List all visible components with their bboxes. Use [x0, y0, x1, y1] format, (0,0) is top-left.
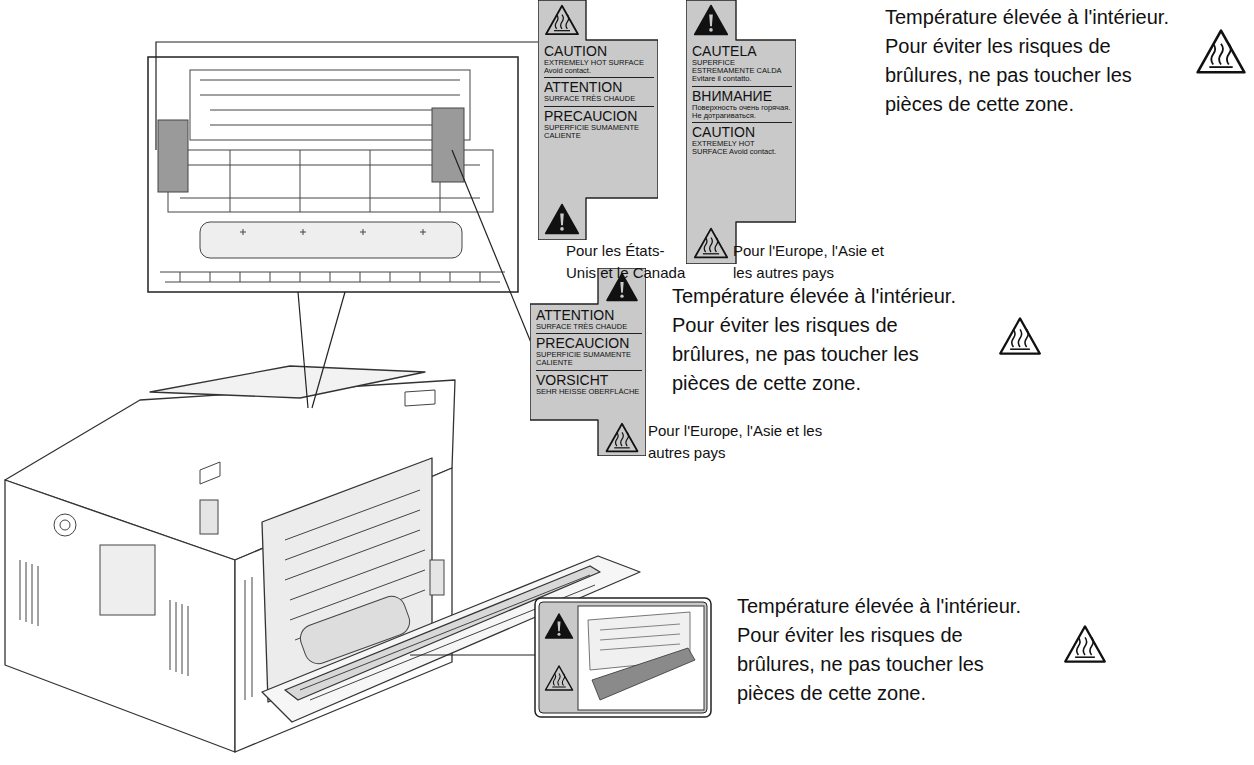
rear-port	[200, 500, 218, 534]
label-text-area: ATTENTIONSURFACE TRÈS CHAUDE PRECAUCIONSU…	[536, 308, 642, 396]
leader-line	[452, 150, 532, 345]
side-panel	[100, 545, 155, 615]
icon-spacer	[957, 282, 1017, 369]
inset-comb	[160, 272, 505, 282]
icon-spacer	[1170, 3, 1230, 90]
label-body: EXTREMELY HOT SURFACE Avoid contact.	[692, 140, 792, 156]
label-heading: PRECAUCION	[536, 333, 642, 351]
label-heading: CAUTELA	[692, 44, 792, 59]
corner-edge	[245, 577, 252, 700]
label-heading: CAUTION	[692, 122, 792, 140]
hot-surface-icon	[1000, 318, 1040, 353]
side-latch	[430, 560, 444, 595]
label-heading: PRECAUCION	[544, 106, 654, 124]
label-body: SUPERFICIE SUMAMENTE CALIENTE	[544, 124, 654, 140]
printer-left-face	[5, 480, 235, 752]
inset-roller	[200, 222, 462, 258]
printer-marks	[200, 390, 435, 484]
label-body: SEHR HEISSE OBERFLÄCHE	[536, 388, 642, 396]
left-latch	[158, 120, 188, 192]
label-text: Température élevée à l'intérieur. Pour é…	[885, 6, 1169, 115]
label-text: Pour l'Europe, l'Asie et les autres pays	[733, 242, 884, 281]
label-heading: VORSICHT	[536, 370, 642, 388]
inset-cover	[190, 70, 470, 140]
vents	[20, 560, 188, 676]
inset-screws	[240, 229, 426, 235]
label-frame	[535, 598, 711, 717]
label-text-area: CAUTIONEXTREMELY HOT SURFACE Avoid conta…	[544, 44, 654, 140]
region-caption: Pour l'Europe, l'Asie et les autres pays	[648, 420, 828, 464]
leader-lines	[156, 42, 540, 655]
label-plate	[539, 602, 707, 713]
label-text-area: CAUTELASUPERFICE ESTREMAMENTE CALDA Evit…	[692, 44, 792, 156]
warning-label: CAUTELASUPERFICE ESTREMAMENTE CALDA Evit…	[686, 0, 796, 264]
warning-label: ATTENTIONSURFACE TRÈS CHAUDE PRECAUCIONSU…	[530, 268, 646, 456]
label-text: Pour les États-Unis et le Canada	[566, 242, 685, 281]
label-heading: ВНИМАНИЕ	[692, 86, 792, 104]
label-picture	[578, 606, 704, 710]
label-heading: ATTENTION	[536, 308, 642, 323]
hot-surface-icon	[546, 666, 573, 690]
icon-spacer	[1022, 592, 1082, 679]
region-caption: Pour l'Europe, l'Asie et les autres pays	[733, 240, 893, 284]
label-shape	[530, 268, 646, 456]
label-hot-zone	[592, 648, 695, 700]
label-text: Température élevée à l'intérieur. Pour é…	[672, 285, 956, 394]
label-body: SURFACE TRÈS CHAUDE	[544, 95, 654, 103]
label-four	[535, 598, 711, 717]
hot-surface-icon	[1198, 31, 1245, 73]
inset-machine	[158, 70, 505, 282]
printer-details	[20, 390, 595, 700]
label-text: Pour l'Europe, l'Asie et les autres pays	[648, 422, 822, 461]
label-heading: CAUTION	[544, 44, 654, 59]
label-body: SUPERFICE ESTREMAMENTE CALDA Evitare il …	[692, 59, 792, 84]
knob-center	[60, 520, 70, 530]
inset-ribs	[200, 80, 460, 125]
fuser-roller	[296, 592, 413, 667]
label-shape	[686, 0, 796, 264]
label-text: Température élevée à l'intérieur. Pour é…	[737, 595, 1021, 704]
label-picture-ribs	[600, 624, 680, 650]
leader-line	[298, 292, 308, 408]
label-body: SURFACE TRÈS CHAUDE	[536, 323, 642, 331]
label-body: EXTREMELY HOT SURFACE Avoid contact.	[544, 59, 654, 75]
output-tray	[150, 366, 425, 398]
leader-line	[156, 42, 540, 150]
knob	[54, 514, 76, 536]
warning-note: Température élevée à l'intérieur. Pour é…	[672, 282, 1017, 398]
warning-icon	[546, 614, 573, 638]
label-shape	[538, 0, 658, 240]
right-latch	[432, 108, 464, 182]
warning-label: CAUTIONEXTREMELY HOT SURFACE Avoid conta…	[538, 0, 658, 240]
warning-note: Température élevée à l'intérieur. Pour é…	[737, 592, 1082, 708]
label-body: SUPERFICIE SUMAMENTE CALIENTE	[536, 351, 642, 367]
hot-surface-icon	[1065, 626, 1105, 661]
label-heading: ATTENTION	[544, 77, 654, 95]
warning-note: Température élevée à l'intérieur. Pour é…	[885, 3, 1230, 119]
region-caption: Pour les États-Unis et le Canada	[566, 240, 694, 284]
leader-line	[312, 292, 345, 408]
leader-line	[410, 654, 535, 655]
label-body: Поверхность очень горячая. Не дотрагиват…	[692, 104, 792, 120]
